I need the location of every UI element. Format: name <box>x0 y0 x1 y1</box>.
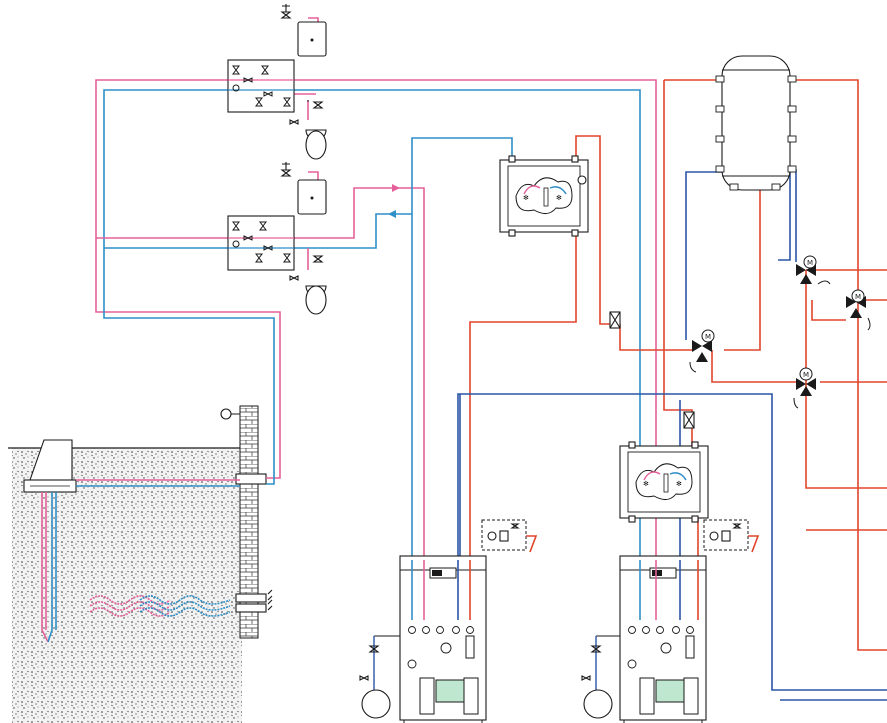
mixing-valve-1: M <box>689 329 715 373</box>
heat-pump-2 <box>619 555 707 723</box>
mixing-valves: M M M M <box>689 255 871 409</box>
heat-exchanger-2: ✻ ✻ <box>619 441 709 523</box>
svg-text:M: M <box>705 333 711 341</box>
svg-text:✻: ✻ <box>523 194 529 202</box>
expansion-vessel-heating-2 <box>581 635 620 719</box>
pump-group-1 <box>481 519 538 553</box>
buffer-tank <box>715 55 797 191</box>
svg-text:✻: ✻ <box>556 194 562 202</box>
pump-group-2 <box>703 519 760 553</box>
svg-text:✻: ✻ <box>643 480 649 488</box>
mixing-valve-4: M <box>793 367 816 409</box>
svg-text:M: M <box>803 371 809 379</box>
mixing-valve-3: M <box>846 289 871 331</box>
svg-text:M: M <box>807 259 813 267</box>
building-wall <box>239 405 259 639</box>
heat-pump-1 <box>399 555 487 723</box>
well-head <box>23 439 77 493</box>
ground-section <box>8 405 273 723</box>
mixing-valve-2: M <box>796 255 831 285</box>
expansion-vessel-heating-1 <box>359 635 400 719</box>
svg-text:M: M <box>855 293 861 301</box>
heat-exchanger-1: ✻ ✻ <box>499 155 589 237</box>
soil-area <box>12 448 242 723</box>
brine-distributor-2 <box>227 162 327 315</box>
brine-circuit <box>76 17 657 560</box>
svg-text:✻: ✻ <box>676 480 682 488</box>
brine-distributor-1 <box>227 4 327 160</box>
